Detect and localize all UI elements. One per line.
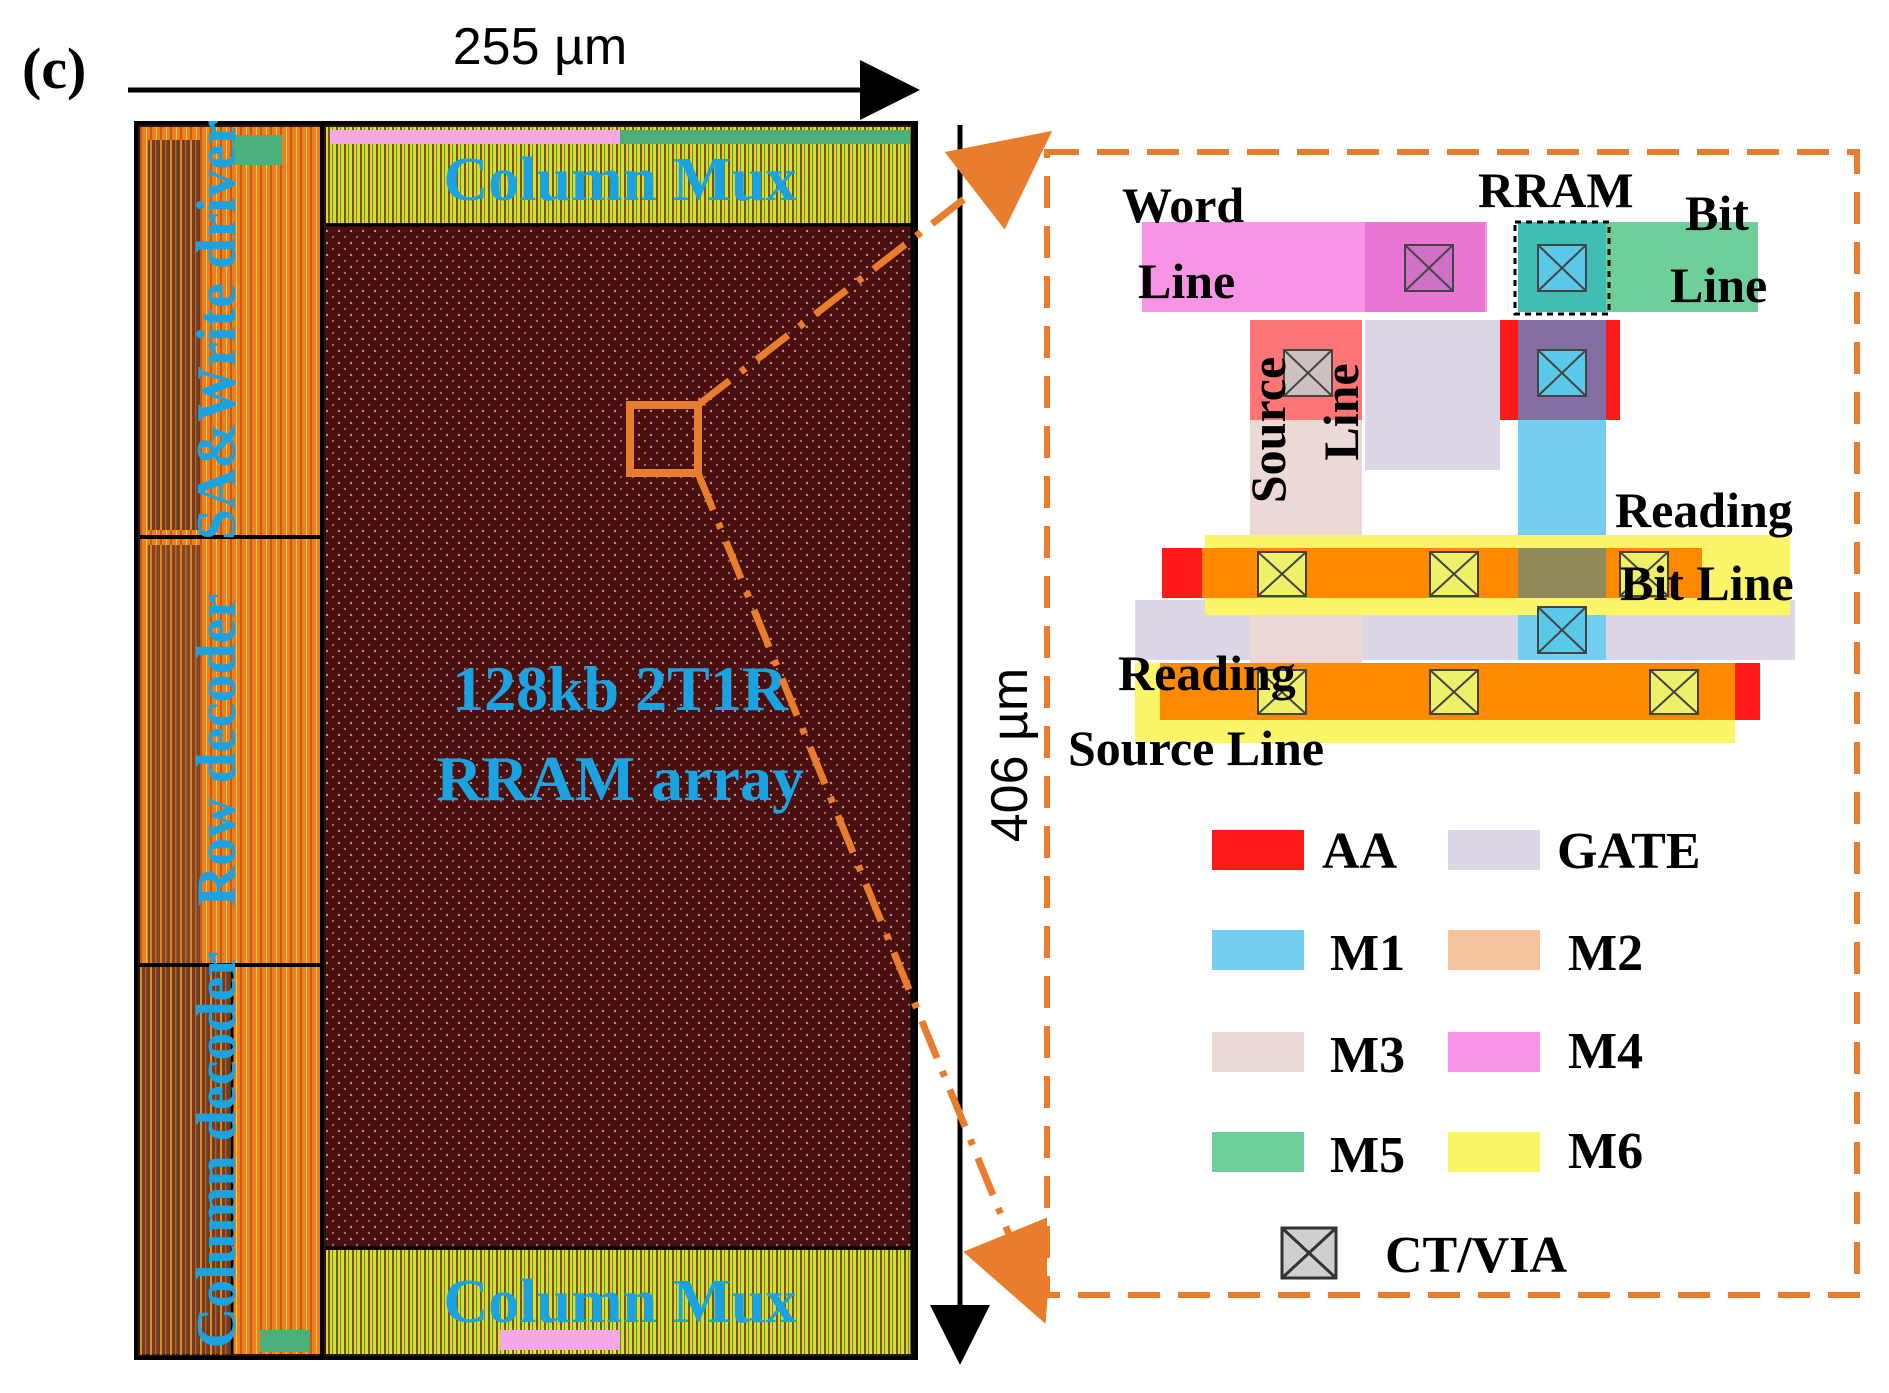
cell-layout: Word Line RRAM Bit Line Source Line Read… [1068,162,1795,776]
legend-item-m1: M1 [1212,925,1405,982]
legend-label-m4: M4 [1568,1023,1643,1080]
legend-swatch-aa [1212,830,1304,870]
label-source-line-2: Line [1313,363,1369,460]
legend-label-m1: M1 [1330,925,1405,982]
panel-label: (c) [22,36,86,101]
legend-swatch-m3 [1212,1032,1304,1072]
legend-item-aa: AA [1212,823,1398,880]
height-dimension: 406 µm [930,125,1039,1365]
legend-label-aa: AA [1322,823,1398,880]
label-bit-line-1: Bit [1685,185,1749,241]
label-word-line-2: Line [1138,253,1235,309]
label-reading-bit-line-1: Reading [1615,482,1793,538]
sa-write-driver-label: SA&Write driver [186,120,248,540]
chip-layout: Column Mux Column Mux SA&Write driver Ro… [134,120,918,1360]
width-dimension: 255 µm [128,18,920,120]
legend-swatch-gate [1448,830,1540,870]
legend-label-m5: M5 [1330,1127,1405,1184]
column-mux-top-label: Column Mux [443,146,796,214]
array-label-line2: RRAM array [436,743,804,814]
legend-label-m3: M3 [1330,1027,1405,1084]
row-decoder-label: Row decoder [186,594,248,907]
legend-label-gate: GATE [1557,823,1701,880]
width-label: 255 µm [453,18,627,76]
label-reading-source-line-1: Reading [1118,645,1296,701]
label-rram: RRAM [1478,162,1634,218]
legend-item-ct-via: CT/VIA [1280,1226,1567,1284]
label-bit-line-2: Line [1670,257,1767,313]
legend-label-m2: M2 [1568,925,1643,982]
legend-item-m4: M4 [1448,1023,1643,1080]
via-symbol-icon [1280,1226,1338,1280]
label-reading-bit-line-2: Bit Line [1620,555,1794,611]
legend-item-m3: M3 [1212,1027,1405,1084]
legend-item-m5: M5 [1212,1127,1405,1184]
label-reading-source-line-2: Source Line [1068,720,1324,776]
via-markers [1257,244,1699,715]
legend-swatch-m6 [1448,1132,1540,1172]
legend-swatch-m4 [1448,1032,1540,1072]
array-label-line1: 128kb 2T1R [452,653,789,724]
legend-item-m6: M6 [1448,1123,1643,1180]
legend-item-m2: M2 [1448,925,1643,982]
height-label: 406 µm [981,668,1039,842]
legend-swatch-m5 [1212,1132,1304,1172]
legend-swatch-m1 [1212,930,1304,970]
legend-label-m6: M6 [1568,1123,1643,1180]
legend-label-ct-via: CT/VIA [1385,1227,1567,1284]
column-decoder-label: Column decoder [186,952,248,1349]
label-source-line-1: Source [1240,357,1296,503]
zoom-guides [694,130,1054,1324]
legend: AA GATE M1 M2 M3 M4 M5 M6 [1212,823,1701,1284]
legend-swatch-m2 [1448,930,1540,970]
zoom-source-box [626,401,702,477]
label-word-line-1: Word [1122,177,1244,233]
rram-array [326,226,912,1246]
legend-item-gate: GATE [1448,823,1701,880]
column-mux-bottom-label: Column Mux [443,1268,796,1336]
